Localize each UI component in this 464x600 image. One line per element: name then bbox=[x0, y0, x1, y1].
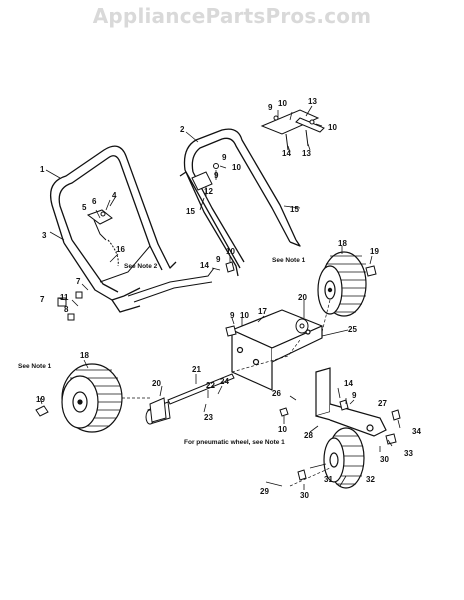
note-pneumatic: For pneumatic wheel, see Note 1 bbox=[184, 439, 285, 446]
callout-9f: 9 bbox=[352, 391, 357, 400]
callout-33: 33 bbox=[404, 449, 413, 458]
callout-26: 26 bbox=[272, 389, 281, 398]
callout-31: 31 bbox=[324, 475, 333, 484]
callout-23: 23 bbox=[204, 413, 213, 422]
callout-14c: 14 bbox=[344, 379, 353, 388]
note-1-right: See Note 1 bbox=[272, 257, 306, 264]
callout-2: 2 bbox=[180, 125, 185, 134]
spacer-right bbox=[295, 318, 309, 334]
callout-18b: 18 bbox=[80, 351, 89, 360]
alignment-lines bbox=[122, 299, 331, 487]
spacer-left bbox=[149, 397, 167, 423]
hardware-fasteners bbox=[35, 261, 401, 481]
callout-10a: 10 bbox=[278, 99, 287, 108]
callout-24: 24 bbox=[220, 377, 229, 386]
callout-15a: 15 bbox=[186, 207, 195, 216]
callout-9c: 9 bbox=[214, 171, 219, 180]
callout-19b: 19 bbox=[36, 395, 45, 404]
callout-7b: 7 bbox=[40, 295, 45, 304]
callout-5: 5 bbox=[82, 203, 87, 212]
callout-20a: 20 bbox=[298, 293, 307, 302]
caster-bracket bbox=[315, 367, 387, 437]
leader-lines bbox=[39, 105, 401, 490]
callouts: 1 2 3 4 5 6 7 7 8 11 16 9 10 13 10 14 13… bbox=[18, 97, 421, 500]
callout-10e: 10 bbox=[240, 311, 249, 320]
callout-32: 32 bbox=[366, 475, 375, 484]
callout-34: 34 bbox=[412, 427, 421, 436]
wheel-left bbox=[61, 363, 123, 433]
callout-18a: 18 bbox=[338, 239, 347, 248]
callout-3: 3 bbox=[42, 231, 47, 240]
callout-9a: 9 bbox=[268, 103, 273, 112]
callout-9d: 9 bbox=[216, 255, 221, 264]
handle-left bbox=[49, 145, 177, 313]
callout-10d: 10 bbox=[226, 247, 235, 256]
handle-bracket-hardware bbox=[260, 109, 325, 151]
callout-9b: 9 bbox=[222, 153, 227, 162]
callout-13a: 13 bbox=[308, 97, 317, 106]
callout-11: 11 bbox=[60, 293, 69, 302]
callout-28: 28 bbox=[304, 431, 313, 440]
callout-6: 6 bbox=[92, 197, 97, 206]
callout-8: 8 bbox=[64, 305, 69, 314]
clamp-assembly bbox=[86, 209, 119, 267]
wheel-pneumatic bbox=[323, 427, 365, 489]
callout-13b: 13 bbox=[302, 149, 311, 158]
callout-10c: 10 bbox=[232, 163, 241, 172]
linkage-bars bbox=[99, 245, 215, 303]
callout-17: 17 bbox=[258, 307, 267, 316]
callout-7a: 7 bbox=[76, 277, 81, 286]
callout-14b: 14 bbox=[200, 261, 209, 270]
callout-12: 12 bbox=[204, 187, 213, 196]
callout-30a: 30 bbox=[380, 455, 389, 464]
callout-25: 25 bbox=[348, 325, 357, 334]
callout-1: 1 bbox=[40, 165, 45, 174]
callout-4: 4 bbox=[112, 191, 117, 200]
bracket-12 bbox=[191, 163, 219, 191]
callout-27: 27 bbox=[378, 399, 387, 408]
callout-21: 21 bbox=[192, 365, 201, 374]
watermark: AppliancePartsPros.com bbox=[92, 4, 372, 28]
callout-29: 29 bbox=[260, 487, 269, 496]
callout-20b: 20 bbox=[152, 379, 161, 388]
callout-19a: 19 bbox=[370, 247, 379, 256]
note-1-left: See Note 1 bbox=[18, 363, 52, 370]
callout-14a: 14 bbox=[282, 149, 291, 158]
callout-15b: 15 bbox=[290, 205, 299, 214]
callout-30b: 30 bbox=[300, 491, 309, 500]
wheel-right bbox=[317, 251, 367, 317]
callout-16: 16 bbox=[116, 245, 125, 254]
callout-10b: 10 bbox=[328, 123, 337, 132]
note-2: See Note 2 bbox=[124, 263, 158, 270]
axle-plate bbox=[231, 309, 323, 391]
callout-9e: 9 bbox=[230, 311, 235, 320]
callout-22: 22 bbox=[206, 381, 215, 390]
callout-10f: 10 bbox=[278, 425, 287, 434]
